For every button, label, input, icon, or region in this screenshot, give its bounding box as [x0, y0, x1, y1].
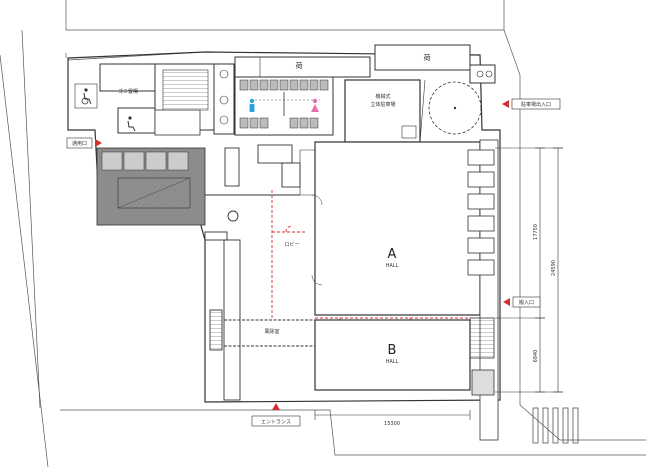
service-entry-tag: 通用口: [66, 137, 102, 149]
building-outline: [67, 51, 501, 403]
service-entry-arrow-icon: [95, 139, 102, 147]
crosswalk: [532, 407, 579, 444]
entrance-tag: エントランス: [251, 403, 301, 427]
mechanical-parking: 機械式 立体駐車場: [344, 79, 482, 143]
hall-a-caption: HALL: [386, 263, 399, 269]
loading-entry-tag: 搬入口: [503, 296, 541, 308]
service-block: [99, 63, 235, 136]
parking-label-line1: 機械式: [375, 93, 390, 100]
hall-b-letter: B: [388, 343, 397, 358]
parking-entry-arrow-icon: [502, 100, 509, 108]
hall-a-letter: A: [388, 247, 397, 262]
lobby-label: ロビー: [284, 241, 299, 248]
hall-a: A HALL: [299, 141, 481, 316]
dimension-hall-b-height: 6840: [533, 350, 539, 363]
garbage-room-label: ゴミ置場: [118, 88, 138, 95]
loading-entry-arrow-icon: [503, 298, 510, 306]
entrance-arrow-icon: [272, 403, 280, 410]
parking-label-line2: 立体駐車場: [370, 101, 395, 108]
toilet-block: [234, 76, 334, 136]
lobby-route: [271, 190, 305, 320]
dimension-total-height: 24590: [551, 260, 557, 276]
parking-entry-label: 駐車場出入口: [521, 101, 551, 108]
windbreak-room-label: 風除室: [264, 328, 279, 335]
elevator-core: [96, 147, 206, 226]
loading-bay-left-label: 荷: [296, 61, 303, 70]
dimension-hall-a-height: 17750: [533, 224, 539, 240]
right-storage: [467, 139, 499, 441]
entrance-label: エントランス: [261, 420, 291, 426]
dimensions: [314, 147, 563, 420]
hall-b-caption: HALL: [386, 359, 399, 365]
parking-entry-tag: 駐車場出入口: [502, 98, 561, 110]
loading-entry-label: 搬入口: [519, 299, 534, 306]
hall-b: B HALL: [314, 319, 471, 391]
service-entry-label: 通用口: [72, 140, 87, 147]
accessible-parking: [74, 83, 136, 132]
male-icon: [249, 98, 255, 112]
loading-bay-right-label: 荷: [424, 53, 431, 62]
dimension-width: 15300: [384, 421, 400, 427]
loading-bays: 荷 荷: [234, 44, 496, 84]
female-icon: [311, 98, 319, 112]
lobby-structure: [204, 144, 315, 401]
